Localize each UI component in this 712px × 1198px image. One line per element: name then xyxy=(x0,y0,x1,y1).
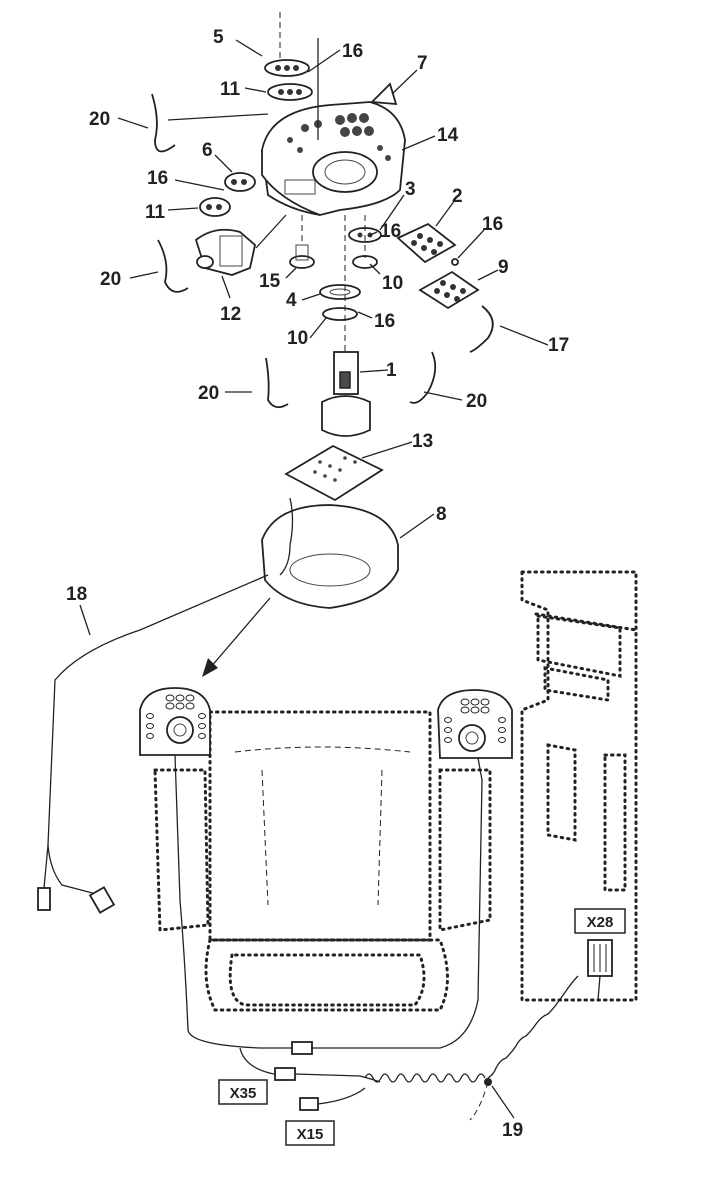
callout-20-c: 20 xyxy=(198,383,219,404)
connector-x15: X15 xyxy=(285,1120,335,1146)
button-pad-11-left xyxy=(199,197,231,217)
callout-12: 12 xyxy=(220,304,241,325)
callout-16-b: 16 xyxy=(147,168,168,189)
keypad-2 xyxy=(396,222,457,264)
circuit-board-13 xyxy=(284,444,384,502)
left-armrest-panel xyxy=(139,687,211,756)
callout-6: 6 xyxy=(202,140,213,161)
callout-20-b: 20 xyxy=(100,269,121,290)
base-housing-8 xyxy=(261,497,399,609)
connector-x35: X35 xyxy=(218,1079,268,1105)
callout-16-a: 16 xyxy=(342,41,363,62)
callout-16-d: 16 xyxy=(482,214,503,235)
button-pad-6 xyxy=(224,172,256,192)
button-pad-11-top xyxy=(267,83,313,101)
callout-14: 14 xyxy=(437,125,459,146)
callout-17: 17 xyxy=(548,335,569,356)
connector-x28-label: X28 xyxy=(587,914,614,931)
joystick-12 xyxy=(194,214,287,276)
seat-outline xyxy=(153,710,492,1012)
callout-9: 9 xyxy=(498,257,509,278)
connector-15 xyxy=(289,244,315,269)
connector-x15-label: X15 xyxy=(297,1126,324,1143)
callout-5: 5 xyxy=(213,27,224,48)
callout-13: 13 xyxy=(412,431,433,452)
callout-20-d: 20 xyxy=(466,391,487,412)
connector-x35-label: X35 xyxy=(230,1085,257,1102)
pivot-1 xyxy=(321,351,371,437)
right-armrest-panel xyxy=(437,689,513,759)
callout-10-b: 10 xyxy=(287,328,308,349)
cable-20-c xyxy=(265,357,289,409)
callout-20-a: 20 xyxy=(89,109,110,130)
leader-lines xyxy=(79,39,549,1119)
callout-labels: 5 16 7 11 20 14 6 16 3 2 11 16 16 20 15 … xyxy=(66,27,569,1141)
callout-1: 1 xyxy=(386,360,397,381)
callout-4: 4 xyxy=(286,290,297,311)
callout-7: 7 xyxy=(417,53,428,74)
callout-10-a: 10 xyxy=(382,273,403,294)
seat-harness xyxy=(174,754,613,1121)
keypad-9 xyxy=(418,270,480,310)
callout-18: 18 xyxy=(66,584,87,605)
connector-x28: X28 xyxy=(574,908,626,934)
callout-3: 3 xyxy=(405,179,416,200)
callout-11-b: 11 xyxy=(145,202,166,223)
callout-8: 8 xyxy=(436,504,447,525)
right-console-outline xyxy=(520,570,638,1002)
part-7-bracket xyxy=(369,82,398,106)
callout-15: 15 xyxy=(259,271,281,292)
cable-20-a xyxy=(151,93,176,153)
control-panel-housing xyxy=(261,101,406,216)
cable-20-d xyxy=(409,351,437,404)
callout-16-e: 16 xyxy=(374,311,395,332)
button-pad-5 xyxy=(264,59,310,77)
callout-11-a: 11 xyxy=(220,79,241,100)
cable-17 xyxy=(469,305,494,353)
ring-4 xyxy=(319,284,361,300)
harness-18 xyxy=(37,574,269,914)
ring-10-lower xyxy=(322,307,358,321)
callout-19: 19 xyxy=(502,1120,523,1141)
cable-20-b xyxy=(157,239,189,293)
callout-16-c: 16 xyxy=(380,221,401,242)
coiled-cable-19 xyxy=(364,975,579,1086)
callout-2: 2 xyxy=(452,186,463,207)
